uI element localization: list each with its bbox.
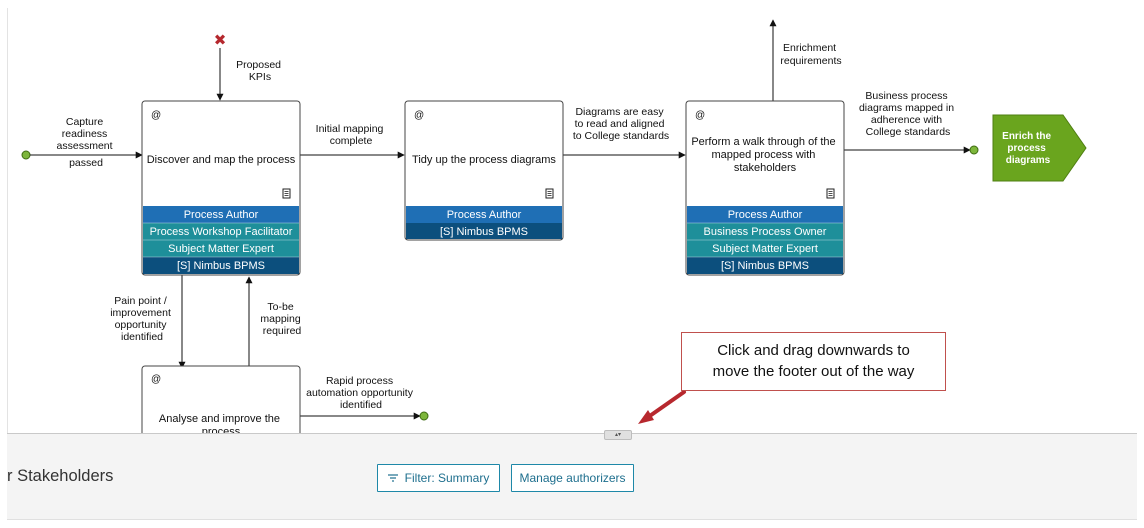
label-capture: Capture readiness assessment passed [57,116,116,169]
label-rapid: Rapid process automation opportunity ide… [306,375,416,411]
at-icon: @ [414,110,424,121]
document-icon [282,188,291,199]
label-to-be: To-be mapping required [260,301,303,337]
role-label: Process Author [447,209,522,221]
connector-capture [21,150,143,160]
activity-tidy[interactable]: @ Tidy up the process diagrams Process A… [404,100,564,241]
at-icon: @ [151,110,161,121]
at-icon: @ [695,110,705,121]
role-label: Process Author [728,209,803,221]
role-label: Business Process Owner [704,226,827,238]
label-enrichment: Enrichment requirements [780,42,841,67]
role-label: [S] Nimbus BPMS [177,260,265,272]
exit-label: Enrich the process diagrams [1002,131,1054,166]
footer-section-title: r Stakeholders [7,467,114,485]
role-label: Subject Matter Expert [712,243,818,255]
role-label: [S] Nimbus BPMS [721,260,809,272]
label-diagrams-easy: Diagrams are easy to read and aligned to… [573,106,669,142]
callout-line: Click and drag downwards to [717,342,910,359]
label-initial-mapping: Initial mapping complete [316,123,387,147]
filter-icon [387,474,398,482]
at-icon: @ [151,374,161,385]
role-label: Process Workshop Facilitator [150,226,293,238]
activity-discover[interactable]: @ Discover and map the process Process A… [141,100,301,276]
callout-arrow [638,390,686,424]
filter-summary-label: Filter: Summary [404,471,490,485]
footer-panel: ▴▾ r Stakeholders Filter: Summary Manage… [7,430,1137,520]
connector-proposed-kpis: ✖ [214,32,227,101]
exit-enrich-diagrams[interactable]: Enrich the process diagrams [992,114,1087,182]
activity-analyse[interactable]: @ Analyse and improve the process [141,365,301,433]
role-label: Subject Matter Expert [168,243,274,255]
callout-note: Click and drag downwards to move the foo… [681,332,946,391]
role-label: Process Author [184,209,259,221]
activity-title: Discover and map the process [147,154,296,166]
reject-x-icon: ✖ [214,32,227,49]
label-pain-point: Pain point / improvement opportunity ide… [110,295,174,343]
callout-line: move the footer out of the way [712,363,915,380]
process-diagram: ✖ Capture readiness assessment [21,19,1087,433]
role-label: [S] Nimbus BPMS [440,226,528,238]
process-diagram-canvas[interactable]: ✖ Capture readiness assessment [7,8,1138,433]
activity-walkthrough[interactable]: @ Perform a walk through of the mapped p… [685,100,845,276]
label-business-process: Business process diagrams mapped in adhe… [859,90,957,138]
document-icon [545,188,554,199]
activity-title: Perform a walk through of the mapped pro… [691,136,838,174]
connector-business-process [844,145,979,155]
connector-rapid [300,411,429,421]
footer-drag-handle[interactable]: ▴▾ [604,430,632,440]
activity-title: Tidy up the process diagrams [412,154,556,166]
document-icon [826,188,835,199]
activity-title: Analyse and improve the process [159,413,283,433]
filter-summary-button[interactable]: Filter: Summary [377,464,500,492]
manage-authorizers-label: Manage authorizers [519,471,626,485]
label-proposed-kpis: Proposed KPIs [236,59,284,83]
manage-authorizers-button[interactable]: Manage authorizers [511,464,634,492]
